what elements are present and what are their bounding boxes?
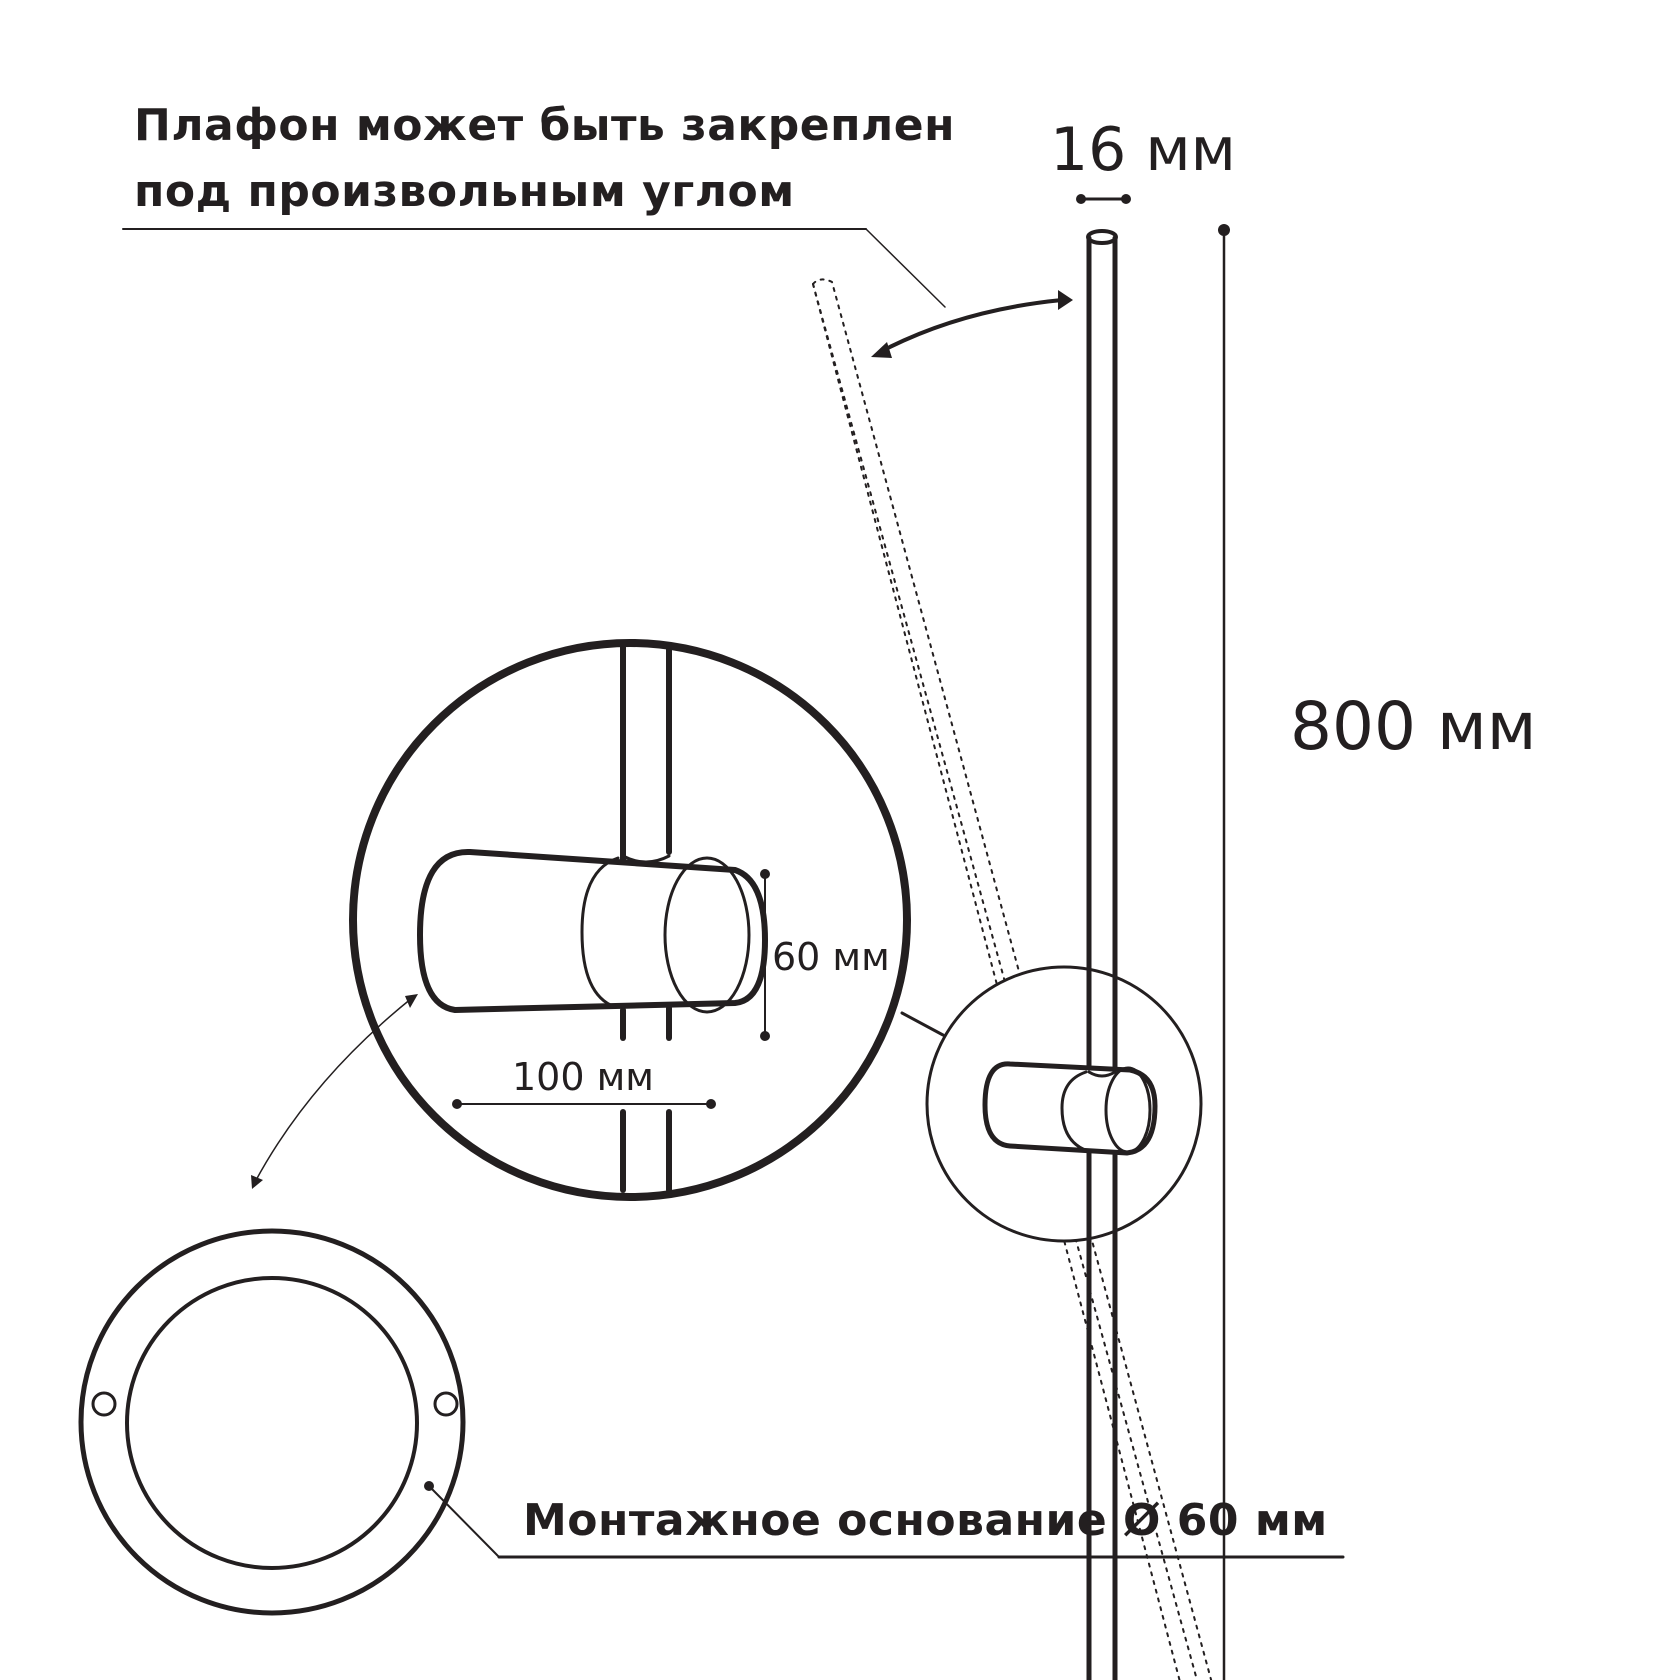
holder-detail-view <box>349 639 911 1201</box>
curved-arrow-icon <box>251 994 418 1189</box>
holder-small-view <box>925 957 1203 1243</box>
detail-connector-line <box>900 1011 945 1037</box>
tilted-tube-outline <box>812 278 1213 1680</box>
rotation-arrow-icon <box>871 290 1073 358</box>
tube-diameter-label: 16 мм <box>1050 115 1236 185</box>
vertical-tube <box>1086 229 1118 1680</box>
angle-note-line2: под произвольным углом <box>134 166 795 217</box>
holder-length-label: 100 мм <box>512 1055 654 1099</box>
holder-height-label: 60 мм <box>772 935 890 979</box>
holder-length-dimension <box>452 1099 716 1109</box>
total-height-label: 800 мм <box>1290 688 1537 765</box>
holder-height-dimension <box>760 869 770 1041</box>
angle-callout-leader <box>122 228 946 308</box>
base-note: Монтажное основание Ø 60 мм <box>523 1495 1328 1546</box>
angle-note-line1: Плафон может быть закреплен <box>134 100 955 151</box>
tube-diameter-dimension <box>1076 194 1131 204</box>
base-callout-leader <box>428 1485 1345 1559</box>
total-height-dimension <box>1218 224 1230 1680</box>
mounting-base <box>78 1228 466 1616</box>
